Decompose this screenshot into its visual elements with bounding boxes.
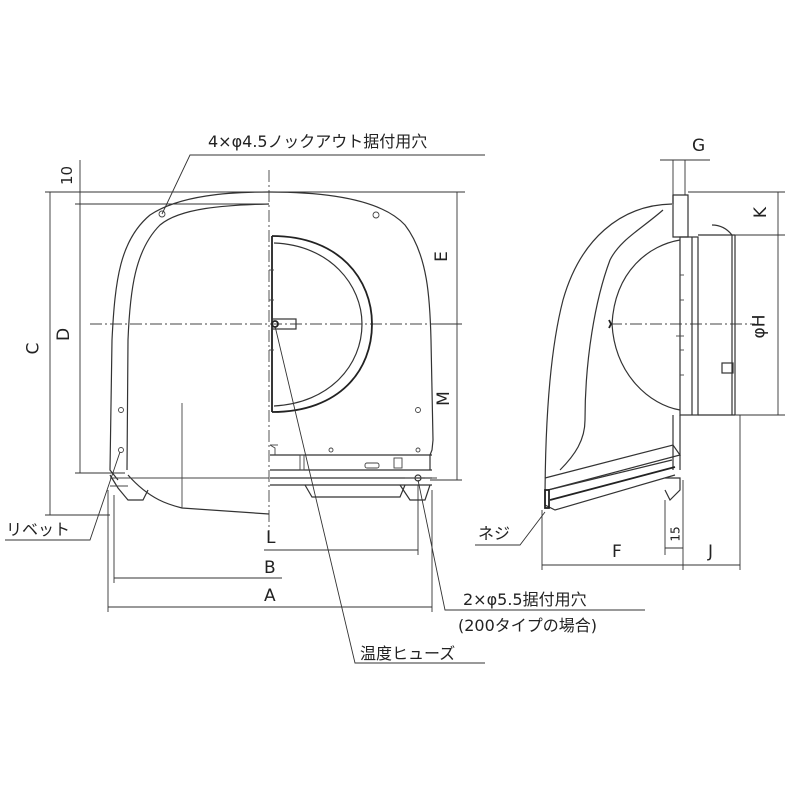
front-view (90, 170, 460, 540)
dimension-label-m: M (433, 391, 454, 406)
mounting-holes-callout: 2×φ5.5据付用穴 (463, 590, 587, 609)
side-view (544, 194, 755, 511)
mounting-holes-note: (200タイプの場合) (458, 616, 598, 635)
knockout-holes-callout: 4×φ4.5ノックアウト据付用穴 (208, 132, 428, 151)
dimension-label-f: F (612, 542, 622, 562)
dimension-label-d: D (54, 327, 75, 342)
screw-callout: ネジ (478, 524, 511, 543)
dimension-label-l: L (266, 528, 276, 548)
dimension-label-k: K (751, 206, 772, 219)
dimension-label-e: E (431, 251, 452, 262)
side-dimensions (475, 159, 785, 570)
dimension-label-a: A (264, 586, 276, 606)
dimension-label-g: G (692, 136, 706, 156)
dimension-label-15: 15 (668, 526, 683, 542)
dimension-label-j: J (708, 542, 714, 562)
rivet-callout: リベット (6, 520, 71, 539)
front-dimensions (5, 154, 645, 664)
dimension-label-h: φH (749, 314, 770, 339)
dimension-label-10: 10 (58, 165, 77, 186)
dimension-label-c: C (23, 342, 44, 355)
temperature-fuse-callout: 温度ヒューズ (360, 644, 456, 663)
dimension-label-b: B (264, 558, 276, 578)
